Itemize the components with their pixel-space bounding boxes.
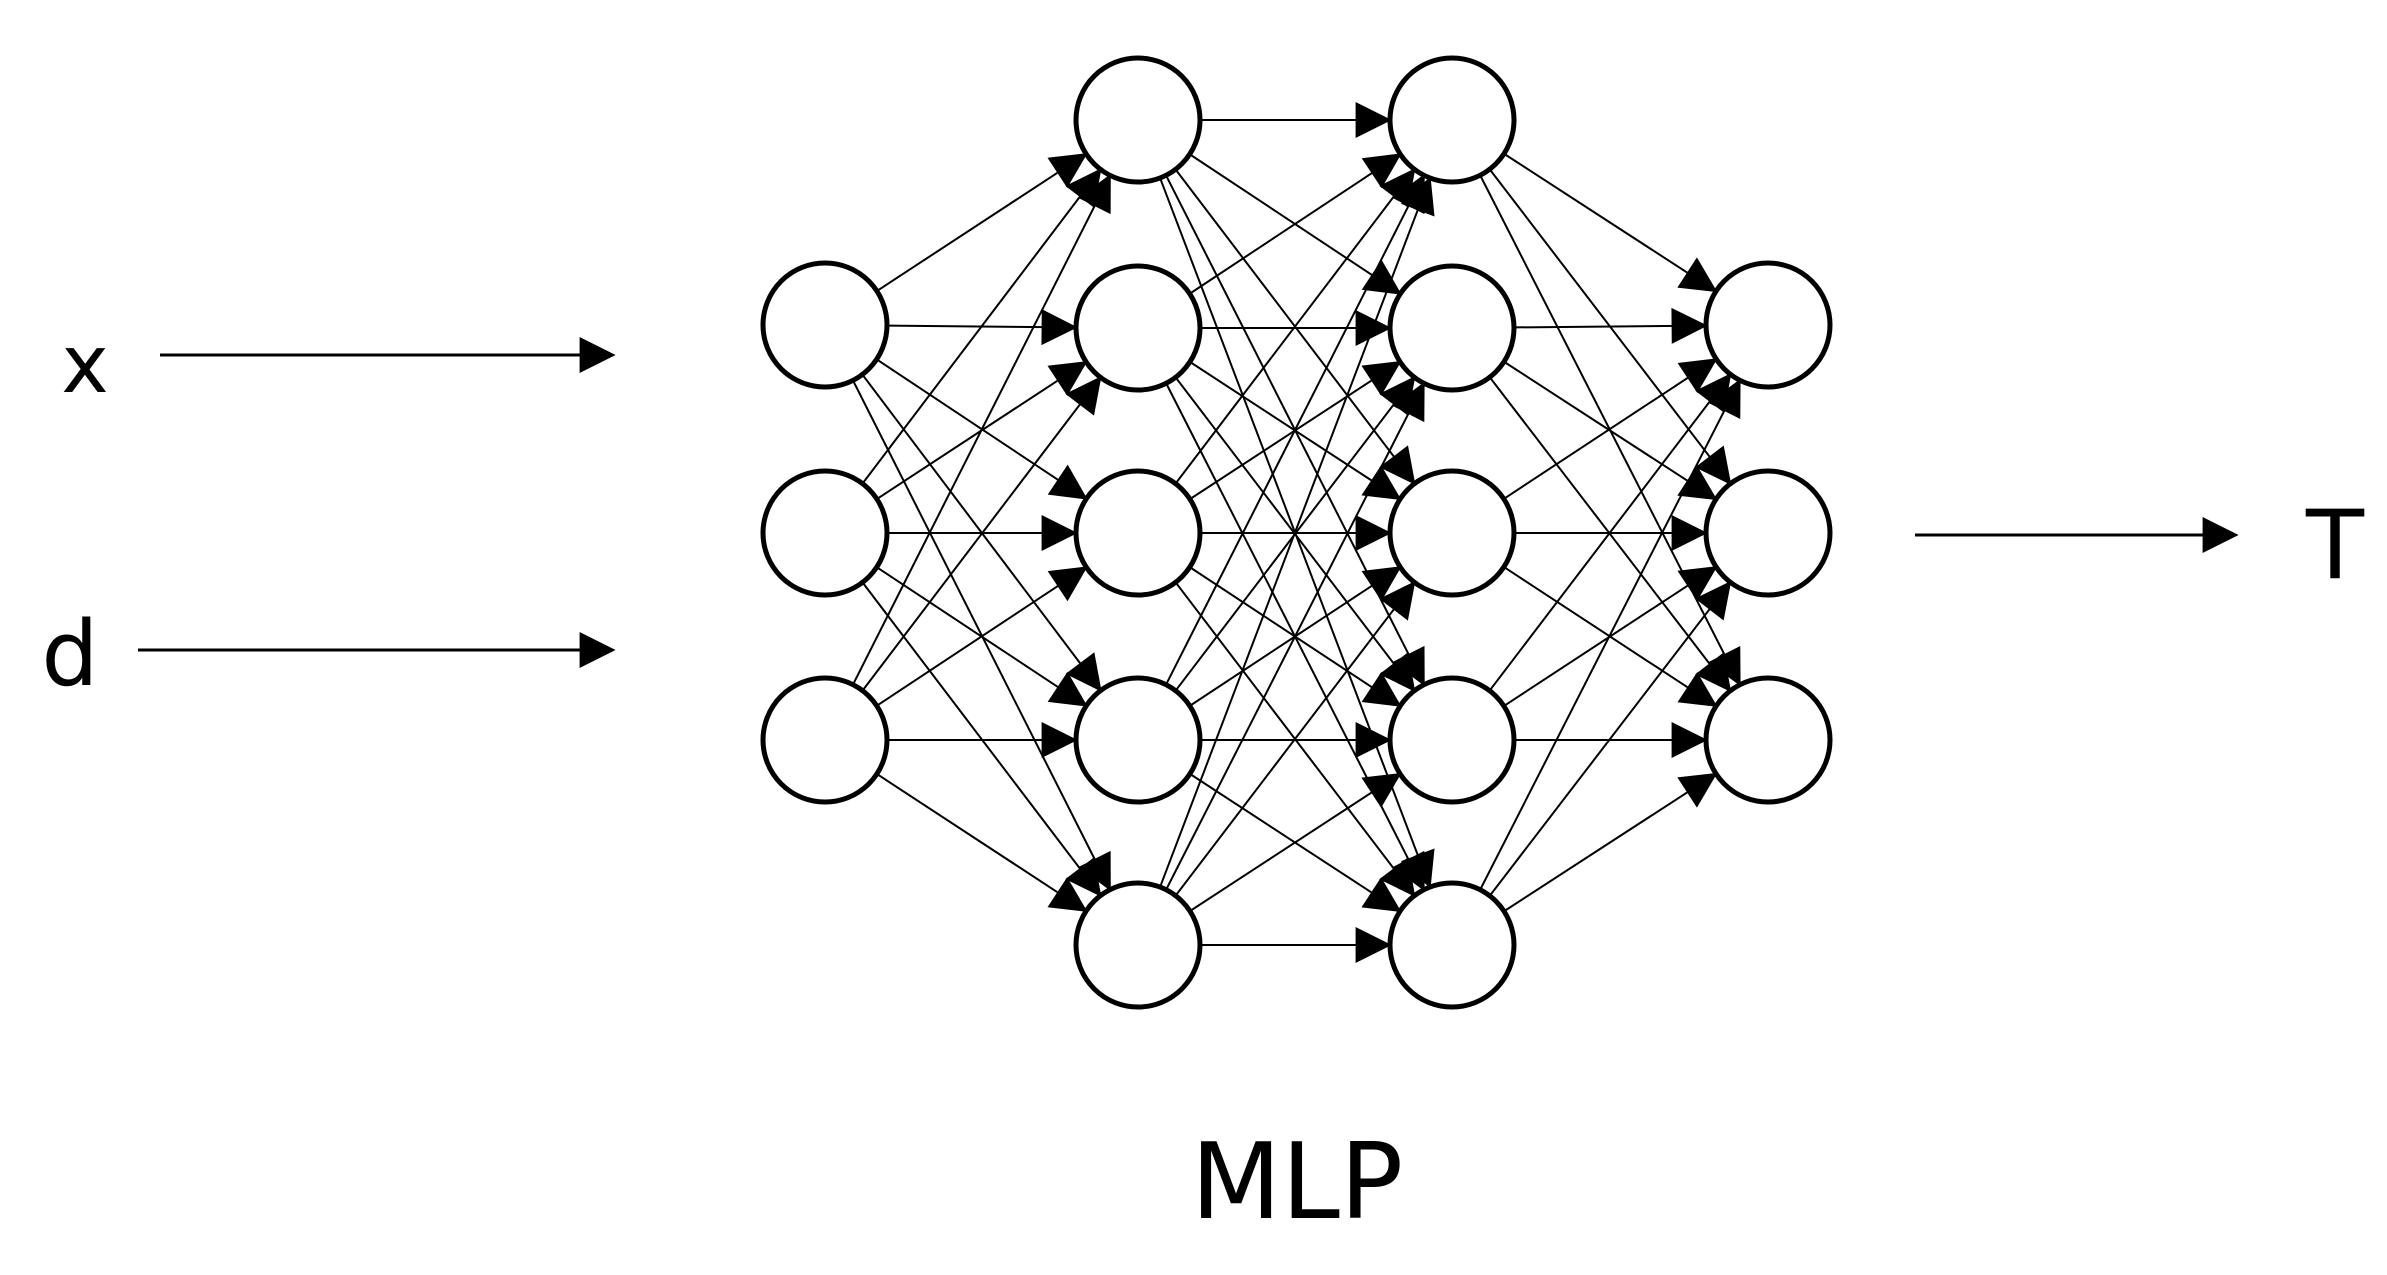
- neuron-layer4-node3: [1703, 675, 1833, 805]
- edge-l1n4-l2n2: [1174, 581, 1416, 897]
- edge-l2n4-l3n1: [1488, 580, 1732, 897]
- edge-l0n1-l1n0: [861, 168, 1102, 485]
- edge-l1n1-l2n0: [1189, 153, 1402, 295]
- network-nodes: [760, 55, 1833, 1010]
- edge-l0n0-l1n4: [852, 379, 1111, 892]
- neuron-layer3-node1: [1387, 55, 1517, 185]
- neuron-layer3-node4: [1387, 675, 1517, 805]
- connection-edges: [852, 102, 1741, 963]
- neuron-layer2-node2: [1073, 263, 1203, 393]
- neuron-layer1-node3: [760, 675, 890, 805]
- edge-l1n4-l2n1: [1165, 381, 1425, 891]
- edge-l0n2-l1n1: [861, 376, 1102, 692]
- edge-l0n2-l1n2: [876, 566, 1088, 707]
- diagram-caption: MLP: [1191, 1121, 1403, 1243]
- edge-l2n2-l3n0: [1503, 358, 1718, 500]
- edge-l1n4-l2n3: [1189, 773, 1402, 912]
- neuron-layer4-node2: [1703, 468, 1833, 598]
- edge-l2n0-l3n0: [1503, 152, 1718, 293]
- neuron-layer4-node1: [1703, 260, 1833, 390]
- edge-l1n4-l2n0: [1159, 176, 1435, 888]
- neuron-layer3-node3: [1387, 468, 1517, 598]
- neuron-layer2-node5: [1073, 880, 1203, 1010]
- edge-l2n4-l3n0: [1479, 378, 1741, 891]
- edge-l0n1-l1n4: [861, 581, 1102, 897]
- output-label-t: T: [2305, 491, 2365, 601]
- neuron-layer2-node4: [1073, 675, 1203, 805]
- edge-l0n2-l1n4: [876, 773, 1088, 912]
- edge-l0n0-l1n2: [876, 358, 1088, 500]
- edge-l1n2-l2n0: [1174, 168, 1416, 485]
- neuron-layer1-node1: [760, 260, 890, 390]
- input-label-d: d: [41, 602, 98, 707]
- neuron-layer1-node2: [760, 468, 890, 598]
- neuron-layer3-node2: [1387, 263, 1517, 393]
- edge-l0n0-l1n3: [861, 373, 1102, 692]
- neuron-layer2-node3: [1073, 468, 1203, 598]
- edge-l2n4-l3n2: [1503, 772, 1718, 913]
- edge-l2n3-l3n0: [1488, 373, 1732, 692]
- neuron-layer3-node5: [1387, 880, 1517, 1010]
- edge-l2n1-l3n0: [1513, 307, 1708, 344]
- input-label-x: x: [61, 318, 108, 411]
- edge-l0n2-l1n0: [852, 173, 1111, 686]
- neuron-layer2-node1: [1073, 55, 1203, 185]
- edge-l1n3-l2n0: [1165, 173, 1425, 686]
- edge-l0n0-l1n0: [876, 153, 1088, 292]
